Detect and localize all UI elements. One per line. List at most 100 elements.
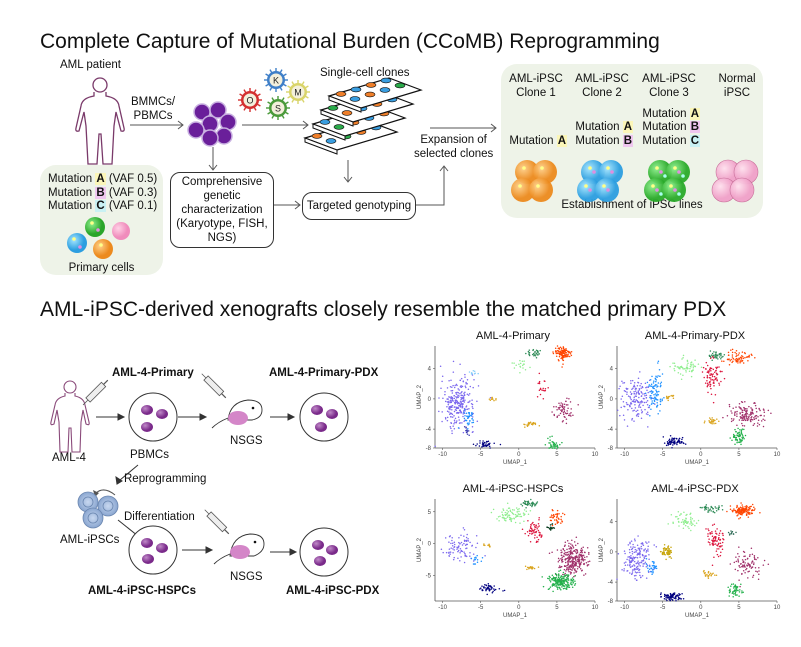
umap-point bbox=[741, 422, 743, 425]
umap-point bbox=[569, 583, 572, 585]
umap-point bbox=[677, 595, 679, 597]
umap-point bbox=[550, 445, 552, 448]
umap-point bbox=[566, 585, 569, 588]
umap-point bbox=[672, 596, 674, 598]
umap-point bbox=[447, 402, 450, 404]
umap-point bbox=[681, 438, 683, 441]
umap-point bbox=[461, 422, 463, 424]
umap-point bbox=[487, 587, 489, 589]
umap-point bbox=[751, 411, 753, 414]
umap-point bbox=[669, 592, 672, 595]
primary-cells-dish-icon bbox=[128, 392, 178, 442]
umap-point bbox=[655, 390, 658, 393]
umap-point bbox=[467, 388, 470, 390]
umap-point bbox=[573, 584, 576, 586]
umap-point bbox=[563, 415, 566, 418]
umap-point bbox=[453, 397, 456, 400]
umap-point bbox=[533, 354, 536, 356]
umap-point bbox=[721, 504, 723, 507]
umap-point bbox=[647, 571, 650, 573]
umap-point bbox=[646, 386, 648, 388]
umap-point bbox=[714, 393, 717, 396]
umap-point bbox=[651, 573, 653, 576]
umap-point bbox=[622, 414, 625, 416]
umap-point bbox=[489, 447, 491, 449]
umap-point bbox=[461, 550, 464, 553]
umap-point bbox=[555, 575, 558, 577]
umap-point bbox=[759, 511, 761, 514]
umap-point bbox=[463, 551, 465, 553]
umap-point bbox=[756, 425, 759, 427]
umap-point bbox=[568, 555, 570, 558]
umap-point bbox=[708, 420, 710, 422]
umap-point bbox=[657, 393, 660, 396]
umap-point bbox=[636, 549, 638, 551]
y-axis-label: UMAP_2 bbox=[417, 537, 423, 562]
umap-point bbox=[706, 376, 709, 379]
umap-point bbox=[457, 416, 460, 418]
umap-point bbox=[581, 551, 583, 554]
umap-point bbox=[444, 393, 446, 396]
umap-point bbox=[654, 396, 656, 398]
umap-point bbox=[753, 506, 755, 509]
umap-point bbox=[576, 567, 579, 570]
umap-point bbox=[465, 429, 467, 432]
umap-point bbox=[749, 413, 752, 415]
umap-point bbox=[465, 383, 467, 385]
umap-point bbox=[651, 391, 654, 393]
umap-point bbox=[444, 537, 447, 539]
umap-point bbox=[649, 415, 651, 417]
umap-point bbox=[697, 363, 700, 365]
umap-point bbox=[450, 406, 452, 409]
umap-point bbox=[634, 578, 636, 580]
umap-point bbox=[521, 364, 524, 367]
umap-point bbox=[743, 409, 746, 411]
umap-point bbox=[531, 522, 533, 525]
umap-cluster bbox=[483, 543, 491, 548]
umap-point bbox=[718, 548, 720, 550]
umap-point bbox=[567, 579, 570, 581]
umap-point bbox=[740, 356, 742, 359]
umap-point bbox=[525, 510, 528, 513]
umap-point bbox=[742, 362, 745, 364]
y-tick-label: 4 bbox=[610, 367, 614, 373]
umap-point bbox=[563, 408, 566, 411]
umap-point bbox=[629, 551, 631, 554]
umap-point bbox=[653, 544, 655, 546]
umap-point bbox=[441, 411, 443, 413]
umap-point bbox=[678, 593, 680, 595]
umap-point bbox=[636, 544, 639, 546]
umap-point bbox=[731, 509, 733, 512]
umap-point bbox=[635, 568, 637, 570]
umap-point bbox=[751, 408, 753, 410]
umap-point bbox=[712, 373, 714, 375]
umap-point bbox=[740, 433, 743, 435]
umap-point bbox=[754, 508, 756, 510]
y-tick-label: 0 bbox=[610, 550, 614, 556]
umap-point bbox=[757, 578, 760, 581]
umap-point bbox=[574, 583, 577, 585]
umap-point bbox=[528, 353, 530, 356]
umap-point bbox=[469, 414, 471, 417]
umap-point bbox=[566, 350, 569, 352]
umap-point bbox=[460, 411, 462, 414]
umap-point bbox=[721, 509, 724, 511]
umap-point bbox=[736, 505, 738, 508]
umap-point bbox=[535, 502, 538, 504]
umap-point bbox=[448, 551, 450, 554]
umap-point bbox=[561, 408, 563, 411]
umap-point bbox=[743, 555, 745, 558]
umap-point bbox=[743, 415, 745, 418]
umap-point bbox=[738, 555, 740, 558]
umap-cluster bbox=[546, 523, 556, 531]
umap-point bbox=[458, 395, 460, 397]
factor-m-icon: M bbox=[286, 80, 310, 104]
umap-point bbox=[708, 355, 711, 358]
umap-point bbox=[629, 566, 632, 568]
umap-point bbox=[470, 557, 473, 560]
umap-point bbox=[659, 400, 662, 402]
umap-point bbox=[565, 349, 567, 351]
umap-point bbox=[568, 567, 570, 569]
umap-point bbox=[538, 353, 541, 355]
